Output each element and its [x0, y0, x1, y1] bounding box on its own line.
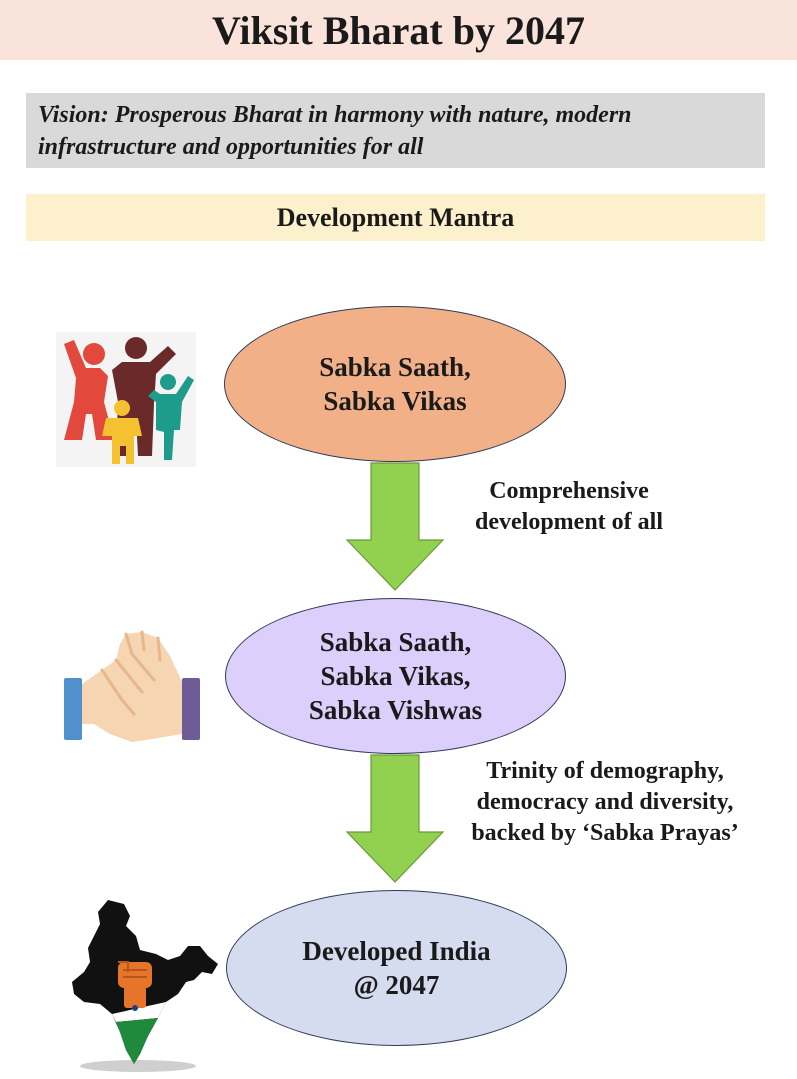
- transition-1-line: Comprehensive: [489, 478, 649, 504]
- transition-1-line: development of all: [475, 509, 663, 535]
- stage-1-line: Sabka Vikas: [323, 386, 467, 416]
- stage-ellipse-2: Sabka Saath, Sabka Vikas, Sabka Vishwas: [225, 598, 566, 754]
- stage-ellipse-1: Sabka Saath, Sabka Vikas: [224, 306, 566, 462]
- mantra-heading: Development Mantra: [26, 194, 765, 241]
- page-title: Viksit Bharat by 2047: [0, 0, 797, 60]
- stage-2-line: Sabka Vishwas: [308, 695, 483, 725]
- handshake-icon: [62, 630, 202, 750]
- transition-2-line: Trinity of demography,: [486, 758, 724, 784]
- stage-ellipse-3: Developed India @ 2047: [226, 890, 567, 1046]
- stage-3-line: @ 2047: [353, 970, 440, 1000]
- stage-1-line: Sabka Saath,: [319, 352, 471, 382]
- transition-2-line: backed by ‘Sabka Prayas’: [471, 820, 739, 846]
- transition-note-1: Comprehensive development of all: [460, 476, 678, 538]
- down-arrow-icon: [345, 462, 445, 591]
- stage-2-line: Sabka Saath,: [319, 627, 472, 657]
- stage-3-line: Developed India: [302, 936, 491, 966]
- stage-2-line: Sabka Vikas,: [320, 661, 471, 691]
- transition-note-2: Trinity of demography, democracy and div…: [455, 756, 755, 849]
- down-arrow-icon: [345, 754, 445, 883]
- india-map-fist-icon: [68, 898, 218, 1079]
- transition-2-line: democracy and diversity,: [476, 789, 734, 815]
- vision-statement: Vision: Prosperous Bharat in harmony wit…: [26, 93, 765, 168]
- family-icon: [56, 332, 196, 472]
